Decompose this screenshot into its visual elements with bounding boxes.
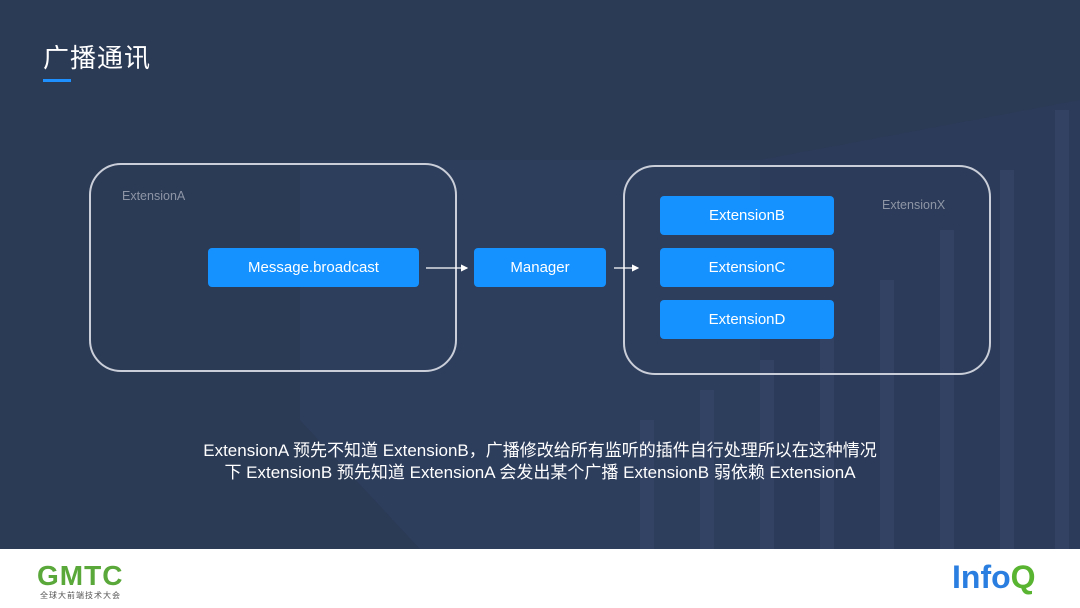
message-broadcast-node: Message.broadcast xyxy=(208,248,419,287)
caption-line-1: ExtensionA 预先不知道 ExtensionB，广播修改给所有监听的插件… xyxy=(203,441,877,460)
slide-title: 广播通讯 xyxy=(43,44,152,74)
infoq-logo-info: Info xyxy=(952,559,1011,595)
gmtc-subtitle: 全球大前端技术大会 xyxy=(40,591,121,600)
caption-line-2: 下 ExtensionB 预先知道 ExtensionA 会发出某个广播 Ext… xyxy=(224,463,856,482)
title-underline xyxy=(43,79,71,82)
infoq-logo-q: Q xyxy=(1010,559,1036,595)
gmtc-logo: GMTC xyxy=(37,560,124,591)
extension-x-group xyxy=(623,165,991,375)
infoq-logo: InfoQ xyxy=(952,560,1036,594)
extension-d-node: ExtensionD xyxy=(660,300,834,339)
extension-x-group-label: ExtensionX xyxy=(882,198,946,212)
diagram-arrows xyxy=(426,264,640,272)
slide-background: 广播通讯 ExtensionA ExtensionX Message.broad… xyxy=(0,0,1080,549)
extension-c-node: ExtensionC xyxy=(660,248,834,287)
footer-bar xyxy=(0,549,1080,608)
extension-b-node: ExtensionB xyxy=(660,196,834,235)
slide-caption: ExtensionA 预先不知道 ExtensionB，广播修改给所有监听的插件… xyxy=(90,440,990,484)
manager-node: Manager xyxy=(474,248,606,287)
extension-a-group-label: ExtensionA xyxy=(122,189,186,203)
